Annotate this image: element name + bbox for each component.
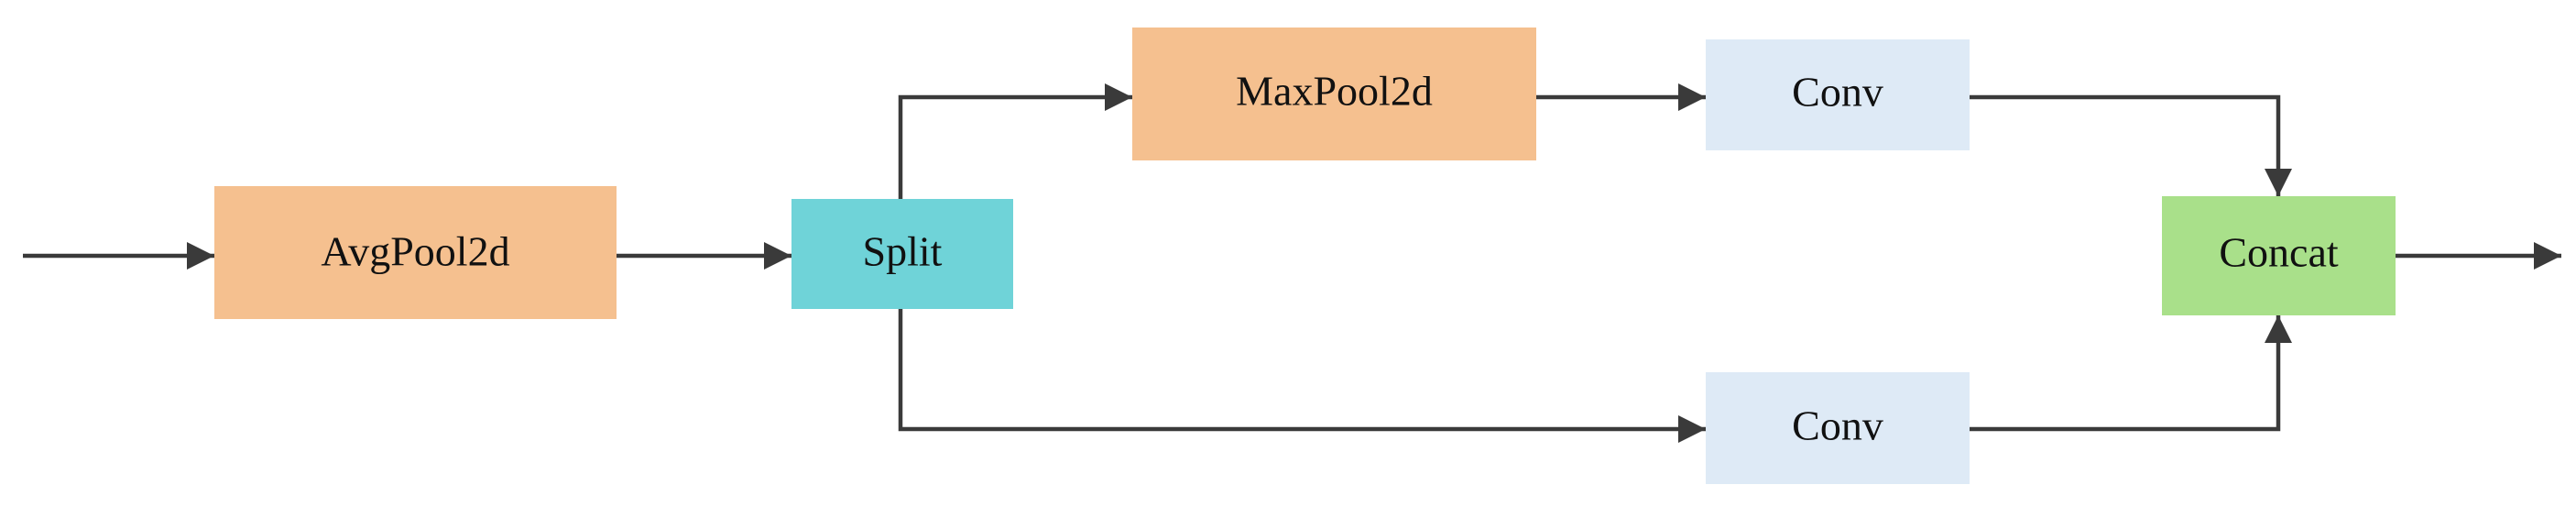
node-conv-bottom: Conv bbox=[1706, 372, 1970, 484]
edge-split-to-maxpool bbox=[898, 83, 1132, 199]
node-split-label: Split bbox=[863, 228, 943, 275]
node-maxpool-label: MaxPool2d bbox=[1236, 68, 1433, 115]
node-conv-bottom-label: Conv bbox=[1792, 402, 1883, 449]
node-avgpool-box bbox=[214, 186, 617, 319]
node-maxpool: MaxPool2d bbox=[1132, 28, 1536, 160]
edge-conv-top-to-concat bbox=[1970, 94, 2292, 196]
node-conv-top-box bbox=[1706, 39, 1970, 150]
node-concat-box bbox=[2162, 196, 2396, 315]
node-conv-top: Conv bbox=[1706, 39, 1970, 150]
node-split: Split bbox=[791, 199, 1013, 309]
node-conv-bottom-box bbox=[1706, 372, 1970, 484]
node-conv-top-label: Conv bbox=[1792, 69, 1883, 116]
nodes-group: AvgPool2d Split MaxPool2d Conv Conv Conc… bbox=[214, 28, 2396, 484]
node-maxpool-box bbox=[1132, 28, 1536, 160]
edge-conv-bottom-to-concat bbox=[1970, 315, 2292, 432]
node-avgpool-label: AvgPool2d bbox=[321, 228, 509, 275]
edge-split-to-conv-bottom bbox=[898, 309, 1706, 443]
node-concat-label: Concat bbox=[2219, 229, 2339, 276]
node-avgpool: AvgPool2d bbox=[214, 186, 617, 319]
edges-group bbox=[23, 83, 2561, 443]
node-split-box bbox=[791, 199, 1013, 309]
node-concat: Concat bbox=[2162, 196, 2396, 315]
